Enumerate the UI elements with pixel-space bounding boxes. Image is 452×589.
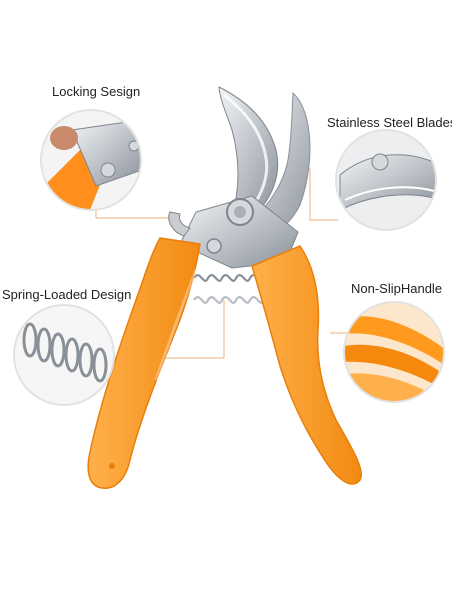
callout-locking-label: Locking Sesign [52, 84, 141, 99]
callout-handle-label: Non-SlipHandle [351, 281, 443, 296]
lock-rivet [206, 238, 222, 254]
callout-spring-label: Spring-Loaded Design [2, 287, 132, 302]
left-handle [87, 237, 201, 489]
shears [87, 86, 362, 489]
callout-blades-label: Stainless Steel Blades [327, 115, 452, 130]
right-handle [251, 245, 362, 485]
locking-detail-circle [40, 109, 142, 211]
blade-detail-circle [335, 129, 437, 231]
handle-detail-circle [343, 301, 445, 403]
lock-clip [168, 211, 191, 237]
spring-detail-circle [13, 304, 115, 406]
